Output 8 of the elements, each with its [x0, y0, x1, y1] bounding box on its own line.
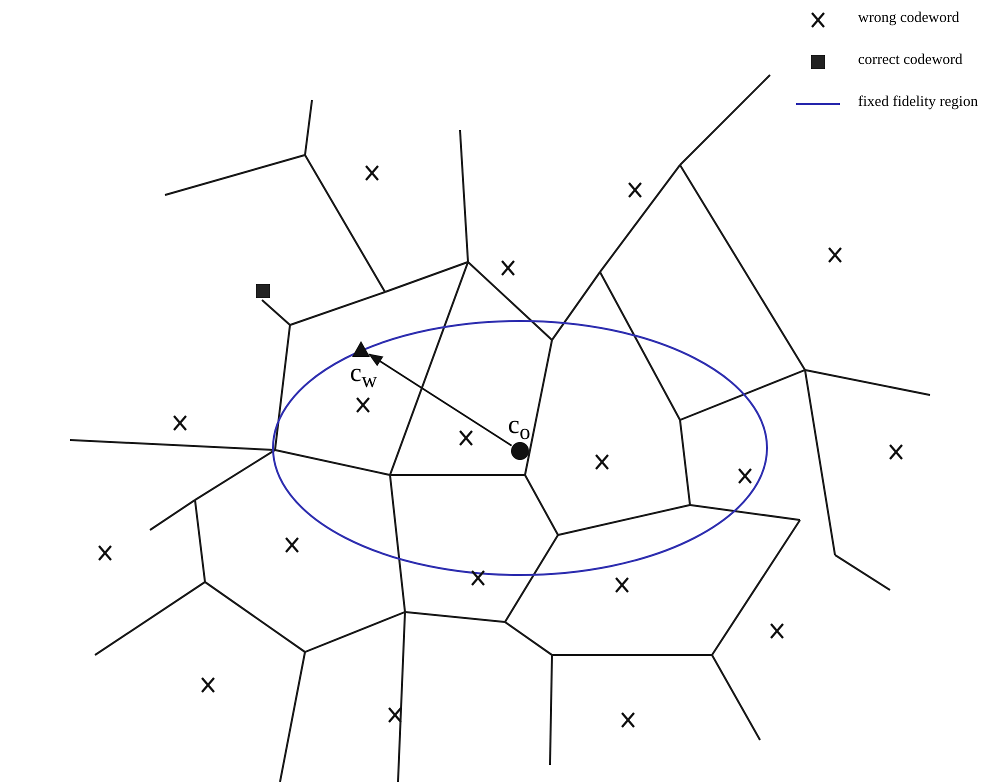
legend-label: wrong codeword	[858, 10, 960, 27]
legend-label: fixed fidelity region	[858, 94, 978, 111]
point-label: c$_{w}$	[350, 360, 378, 392]
arrow	[368, 354, 512, 446]
point-label: c$_{o}$	[508, 412, 530, 444]
legend-label: correct codeword	[858, 52, 963, 69]
circle-marker	[511, 442, 529, 460]
triangle-marker	[352, 341, 370, 357]
